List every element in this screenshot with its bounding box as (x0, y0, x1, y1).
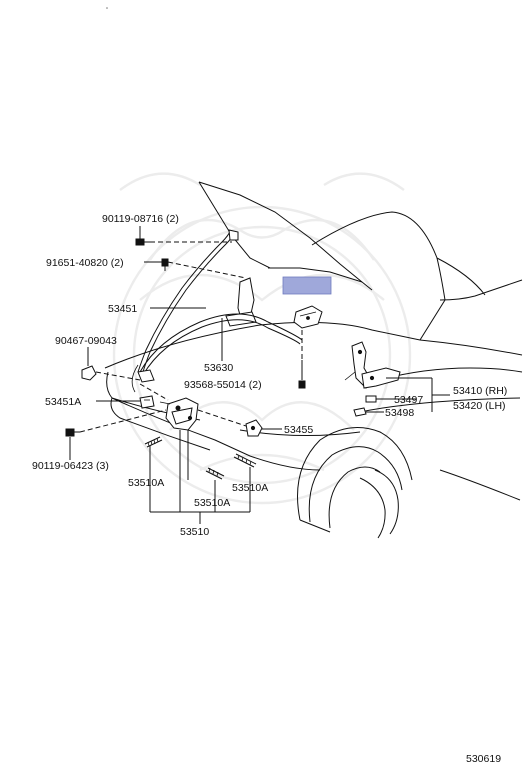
hood-hinge-assembly (344, 341, 401, 389)
label-90467-09043: 90467-09043 (55, 335, 117, 347)
car-body (104, 181, 523, 539)
springs-53510A (144, 436, 257, 480)
label-53451A: 53451A (45, 396, 81, 408)
watermark-emblem (112, 172, 412, 505)
cable-clamp-53451A (139, 395, 155, 409)
label-93568-55014: 93568-55014 (2) (184, 379, 262, 391)
release-cable (131, 313, 303, 393)
top-dot (106, 7, 108, 9)
label-53510A-right: 53510A (232, 482, 268, 494)
label-53510: 53510 (180, 526, 209, 538)
label-53510A-left: 53510A (128, 477, 164, 489)
hood-support-rod (137, 229, 257, 376)
label-53630: 53630 (204, 362, 233, 374)
hood-lock-assembly (159, 397, 199, 431)
part-labels: 90119-08716 (2) 91651-40820 (2) 53451 90… (32, 213, 507, 765)
label-53510A-mid: 53510A (194, 497, 230, 509)
label-53451: 53451 (108, 303, 137, 315)
label-53420-lh: 53420 (LH) (453, 400, 506, 412)
label-53497: 53497 (394, 394, 423, 406)
label-91651-40820: 91651-40820 (2) (46, 257, 124, 269)
label-90119-08716: 90119-08716 (2) (102, 213, 179, 225)
bolts (65, 238, 377, 437)
diagram-id-code: 530619 (466, 753, 501, 765)
label-53455: 53455 (284, 424, 313, 436)
leader-lines (69, 226, 450, 524)
label-90119-06423: 90119-06423 (3) (32, 460, 109, 472)
highlight-box (282, 276, 332, 295)
highlighted-part (282, 276, 332, 329)
label-53498: 53498 (385, 407, 414, 419)
label-53410-rh: 53410 (RH) (453, 385, 507, 397)
latch-53455 (245, 419, 263, 437)
